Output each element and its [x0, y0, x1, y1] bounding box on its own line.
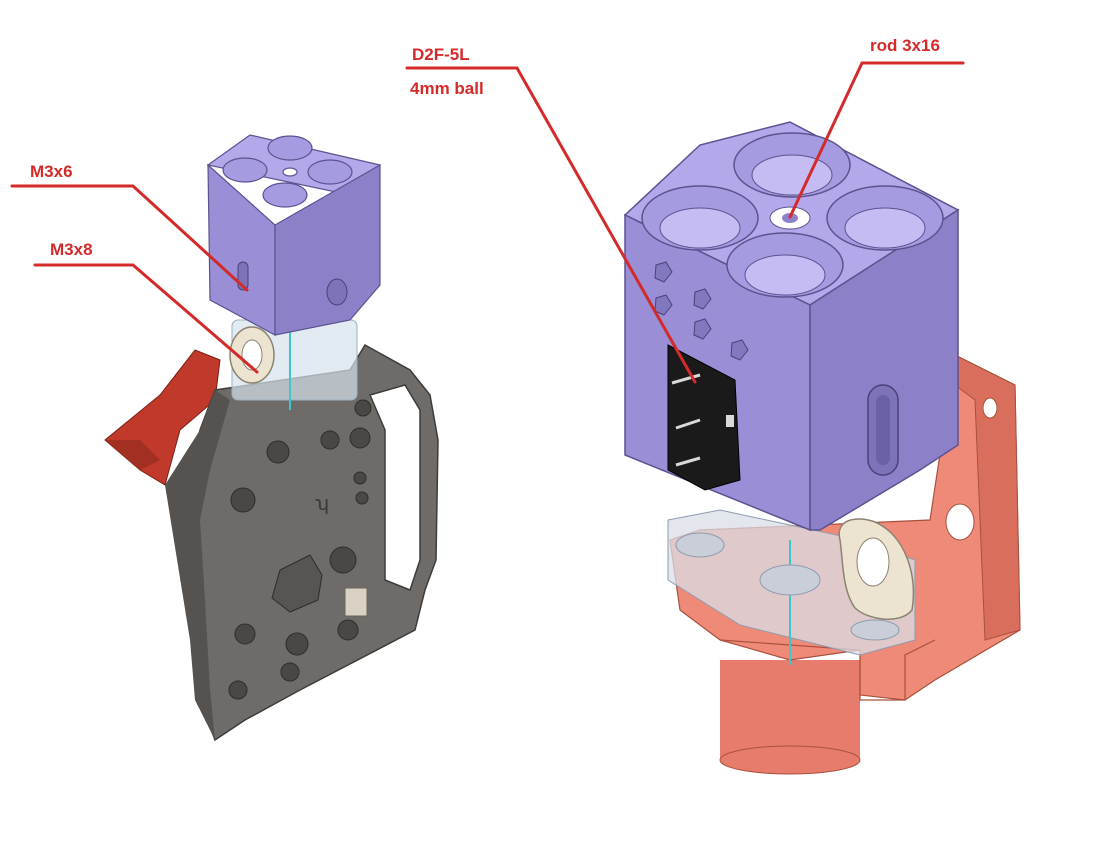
callout-m3x6-label: M3x6 [30, 162, 73, 181]
callout-leaders [10, 61, 965, 384]
left-probe-block [206, 134, 382, 337]
left-assembly: ʮ [104, 134, 439, 742]
leader-rod [788, 61, 965, 219]
leader-m3x6 [10, 184, 249, 292]
callout-switch-label: D2F-5L [412, 45, 470, 64]
callout-m3x8-label: M3x8 [50, 240, 93, 259]
d2f-switch [667, 344, 741, 491]
svg-text:ʮ: ʮ [315, 493, 329, 515]
callout-rod-label: rod 3x16 [870, 36, 940, 55]
leader-m3x8 [33, 263, 259, 374]
callout-ball-label: 4mm ball [410, 79, 484, 98]
leader-d2f [405, 66, 697, 384]
right-assembly [623, 121, 1021, 775]
